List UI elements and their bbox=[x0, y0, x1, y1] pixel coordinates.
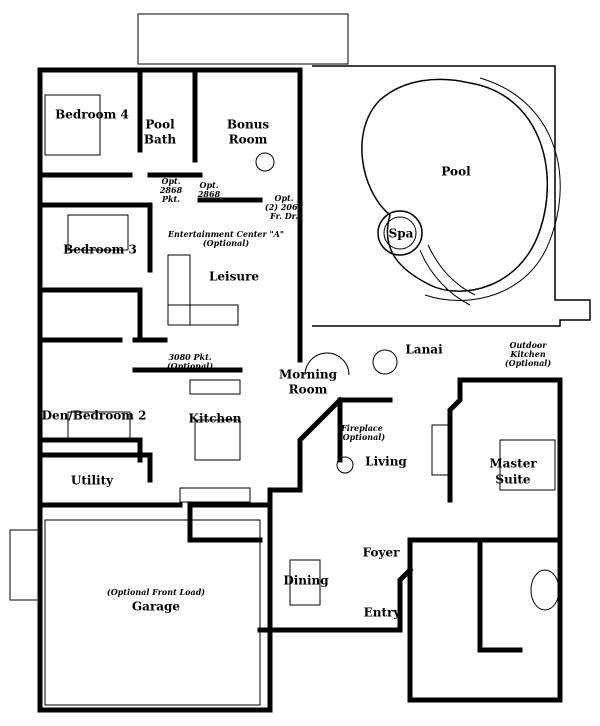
pool-deck bbox=[312, 65, 591, 327]
room-label-master-2: Suite bbox=[495, 472, 531, 487]
room-label-bedroom-4: Bedroom 4 bbox=[55, 107, 129, 122]
note-outdoor-kitchen-2: Kitchen bbox=[510, 348, 546, 359]
note-opt-pkt-3: Pkt. bbox=[161, 193, 181, 204]
note-opt-pkt-2: 2868 bbox=[159, 184, 183, 195]
front-patio bbox=[137, 13, 349, 65]
room-label-utility: Utility bbox=[70, 473, 114, 488]
room-label-entry: Entry bbox=[363, 605, 401, 620]
bonus-table bbox=[255, 152, 275, 172]
note-fireplace-2: (Optional) bbox=[338, 431, 386, 442]
kitchen-counter bbox=[179, 487, 251, 503]
dining-table bbox=[289, 559, 321, 606]
spa-shape bbox=[377, 210, 423, 256]
lanai-table bbox=[372, 349, 398, 375]
room-label-morning-1: Morning bbox=[278, 367, 338, 382]
note-3080-pkt-2: (Optional) bbox=[166, 360, 214, 371]
note-fireplace-1: Fireplace bbox=[341, 422, 383, 433]
walls bbox=[37, 67, 563, 713]
note-ent-center-2: (Optional) bbox=[202, 237, 250, 248]
pool-steps bbox=[419, 244, 476, 306]
side-pad bbox=[9, 529, 43, 601]
bedroom3-bed bbox=[67, 214, 129, 251]
garage-floor bbox=[44, 519, 261, 706]
room-label-den: Den/Bedroom 2 bbox=[41, 408, 147, 423]
pool-deck-curve bbox=[424, 77, 561, 301]
room-label-bonus-1: Bonus bbox=[226, 117, 270, 132]
bedroom4-bed bbox=[44, 94, 101, 156]
master-tub bbox=[530, 569, 560, 611]
note-fr-dr-3: Fr. Dr. bbox=[270, 210, 298, 221]
room-label-kitchen: Kitchen bbox=[188, 411, 242, 426]
spa-inner bbox=[383, 216, 417, 250]
living-table bbox=[336, 456, 354, 474]
note-outdoor-kitchen-1: Outdoor bbox=[509, 339, 547, 350]
fixtures bbox=[44, 94, 560, 706]
room-label-lanai: Lanai bbox=[405, 342, 443, 357]
kitchen-island bbox=[194, 419, 241, 461]
sofa-leisure-2 bbox=[167, 304, 239, 326]
living-sofa bbox=[431, 424, 453, 476]
room-label-pool-bath-2: Bath bbox=[143, 132, 177, 147]
room-label-bedroom-3: Bedroom 3 bbox=[63, 242, 137, 257]
morning-room-bay bbox=[304, 352, 350, 376]
note-fr-dr-2: (2) 2068 bbox=[264, 201, 304, 212]
room-label-dining: Dining bbox=[283, 573, 329, 588]
room-label-pool: Pool bbox=[441, 164, 471, 179]
note-outdoor-kitchen-3: (Optional) bbox=[504, 357, 552, 368]
room-label-foyer: Foyer bbox=[362, 545, 400, 560]
note-opt-door-1: Opt. bbox=[199, 179, 219, 190]
room-label-garage: Garage bbox=[131, 599, 181, 614]
room-label-leisure: Leisure bbox=[208, 269, 260, 284]
note-opt-door-2: 2868 bbox=[197, 188, 221, 199]
den-bed bbox=[67, 411, 131, 443]
room-label-bonus-2: Room bbox=[228, 132, 268, 147]
note-ent-center-1: Entertainment Center "A" bbox=[167, 228, 285, 239]
note-fr-dr-1: Opt. bbox=[274, 192, 294, 203]
room-label-living: Living bbox=[365, 454, 407, 469]
room-label-master-1: Master bbox=[489, 456, 537, 471]
note-opt-pkt-1: Opt. bbox=[161, 175, 181, 186]
pool-shape bbox=[361, 78, 549, 292]
kitchen-counter-top bbox=[189, 379, 241, 395]
note-3080-pkt-1: 3080 Pkt. bbox=[168, 351, 212, 362]
room-label-pool-bath-1: Pool bbox=[145, 117, 175, 132]
note-garage-front-load: (Optional Front Load) bbox=[106, 586, 206, 597]
room-label-morning-2: Room bbox=[288, 382, 328, 397]
room-label-spa: Spa bbox=[388, 226, 414, 241]
master-bed bbox=[499, 439, 556, 491]
sofa-leisure bbox=[167, 254, 191, 326]
